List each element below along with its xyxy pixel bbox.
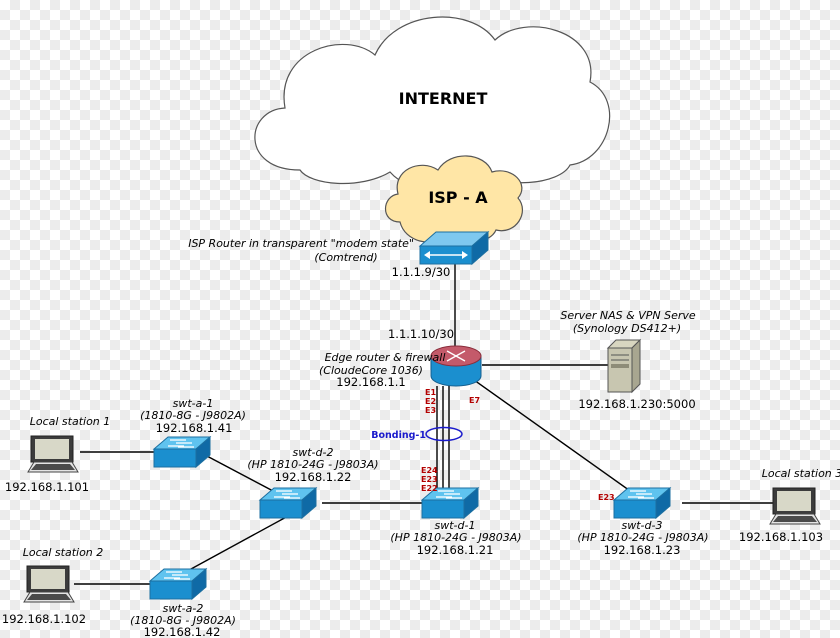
links <box>74 262 780 585</box>
station-3-name: Local station 3 <box>762 467 840 480</box>
edge-port-e2: E2 <box>425 397 436 406</box>
edge-router-title: Edge router & firewall <box>325 351 446 364</box>
link-swt-a-1-swt-d-2 <box>204 454 276 493</box>
swt-d-3-port-e23: E23 <box>598 493 615 502</box>
station-3-ip: 192.168.1.103 <box>739 530 823 544</box>
bonding-ring <box>425 426 463 442</box>
swt-d-1-name: swt-d-1 <box>435 519 476 532</box>
swt-d-1-model: (HP 1810-24G - J9803A) <box>390 531 521 544</box>
edge-router-model: (CloudeCore 1036) <box>319 364 423 377</box>
swt-d-1-port-e23: E23 <box>421 475 438 484</box>
swt-a-1-ip: 192.168.1.41 <box>156 421 233 435</box>
isp-router-ip: 1.1.1.9/30 <box>392 265 451 279</box>
swt-d-3-name: swt-d-3 <box>622 519 663 532</box>
server-ip: 192.168.1.230:5000 <box>578 397 695 411</box>
switch-swt-a-1-icon <box>153 436 211 468</box>
edge-port-e3: E3 <box>425 406 436 415</box>
isp-router-title: ISP Router in transparent "modem state" <box>188 237 414 250</box>
station-2-name: Local station 2 <box>23 546 104 559</box>
nas-server-icon <box>606 338 642 394</box>
bonding-label: Bonding-1 <box>371 430 426 441</box>
isp-label: ISP - A <box>428 188 488 207</box>
swt-d-1-ip: 192.168.1.21 <box>417 543 494 557</box>
server-title: Server NAS & VPN Serve <box>560 309 696 322</box>
link-edge-swt-d-3 <box>473 379 641 499</box>
station-1-name: Local station 1 <box>30 415 111 428</box>
station-2-ip: 192.168.1.102 <box>2 612 86 626</box>
laptop-3-icon <box>769 487 821 525</box>
switch-swt-d-2-icon <box>259 487 317 519</box>
swt-d-1-port-e24: E24 <box>421 466 438 475</box>
swt-d-3-ip: 192.168.1.23 <box>604 543 681 557</box>
swt-d-2-ip: 192.168.1.22 <box>275 470 352 484</box>
swt-d-2-model: (HP 1810-24G - J9803A) <box>247 458 378 471</box>
station-1-ip: 192.168.1.101 <box>5 480 89 494</box>
swt-a-2-ip: 192.168.1.42 <box>144 625 221 638</box>
edge-port-e7: E7 <box>469 396 480 405</box>
internet-cloud: INTERNET <box>254 16 611 190</box>
edge-port-e1: E1 <box>425 388 436 397</box>
isp-router-icon <box>418 230 490 266</box>
swt-d-2-name: swt-d-2 <box>293 446 334 459</box>
swt-d-3-model: (HP 1810-24G - J9803A) <box>577 531 708 544</box>
isp-cloud: ISP - A <box>384 155 523 244</box>
edge-router-icon <box>430 345 482 387</box>
link-swt-a-2-swt-d-2 <box>179 514 291 576</box>
internet-label: INTERNET <box>399 89 488 108</box>
swt-d-1-port-e22: E22 <box>421 484 438 493</box>
switch-swt-d-3-icon <box>613 487 671 519</box>
edge-router-ip: 192.168.1.1 <box>336 375 406 389</box>
switch-swt-a-2-icon <box>149 568 207 600</box>
swt-a-2-model: (1810-8G - J9802A) <box>130 614 236 627</box>
laptop-2-icon <box>23 565 75 603</box>
server-model: (Synology DS412+) <box>573 322 681 335</box>
laptop-1-icon <box>27 435 79 473</box>
isp-router-model: (Comtrend) <box>314 251 377 264</box>
swt-a-1-model: (1810-8G - J9802A) <box>140 409 246 422</box>
edge-router-wan-ip: 1.1.1.10/30 <box>388 327 454 341</box>
swt-a-1-name: swt-a-1 <box>173 397 214 410</box>
swt-a-2-name: swt-a-2 <box>163 602 204 615</box>
